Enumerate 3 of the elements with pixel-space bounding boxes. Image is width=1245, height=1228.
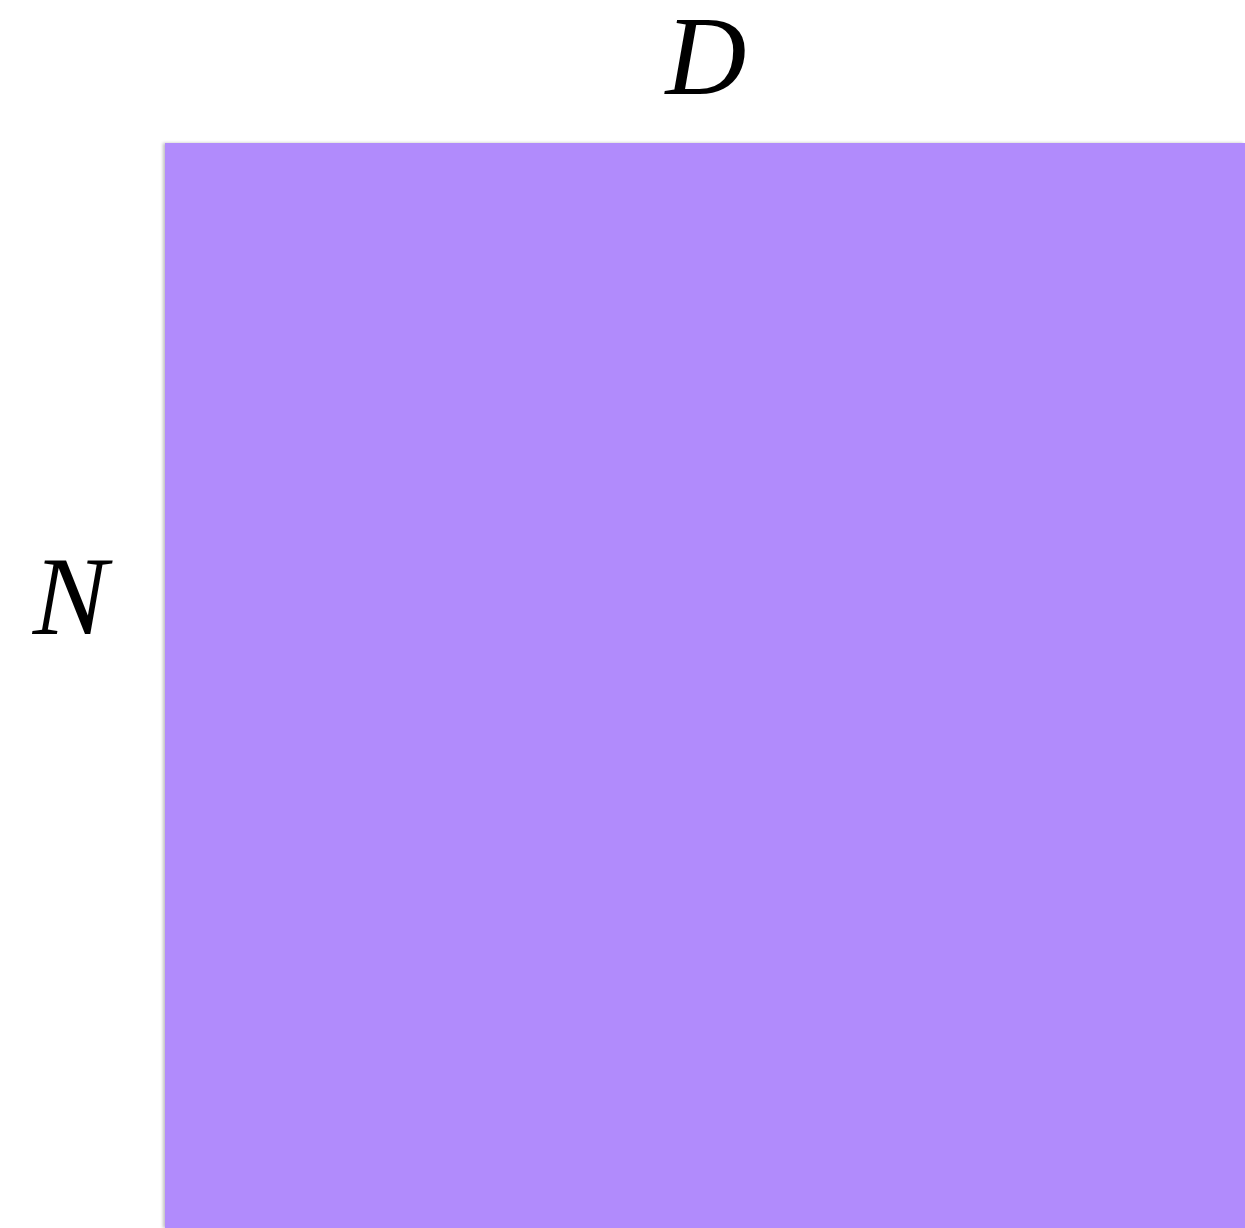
dimension-label: D xyxy=(663,0,748,112)
dimension-label: N xyxy=(0,540,140,652)
matrix-block xyxy=(165,143,1245,1228)
